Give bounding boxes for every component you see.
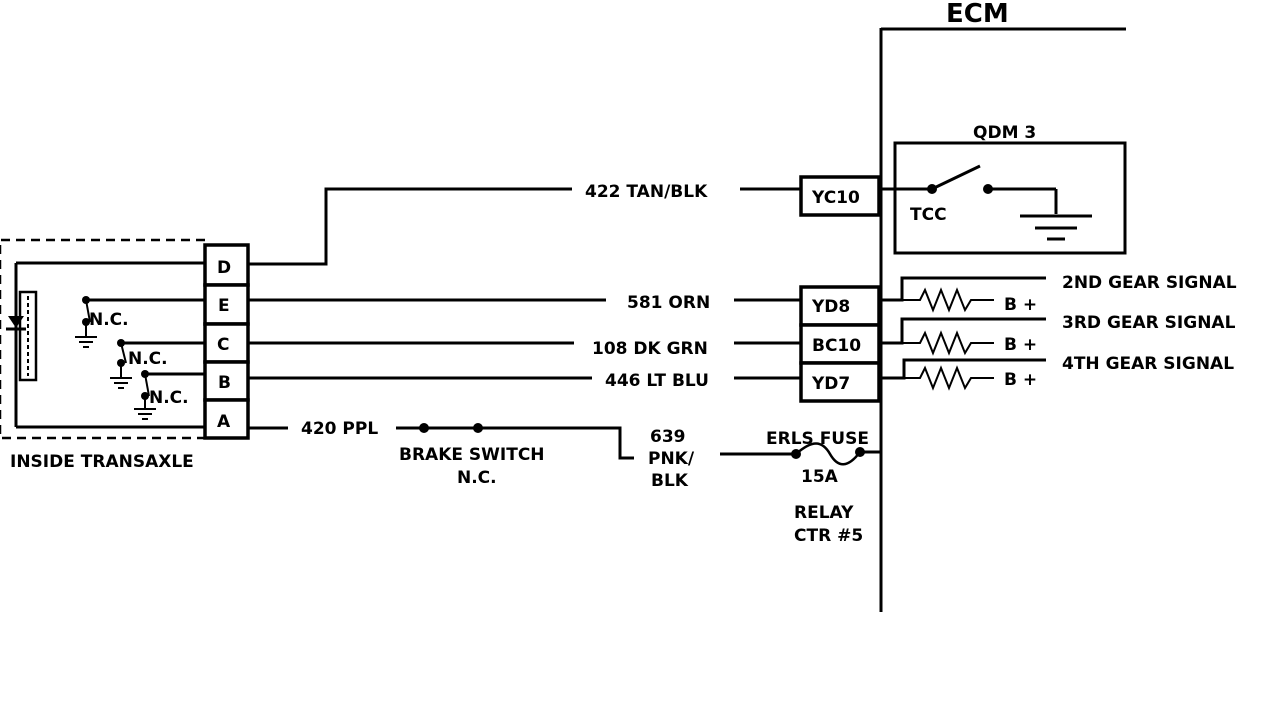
fuse-rating-label: 15A <box>801 467 839 487</box>
wire-446-label: 446 LT BLU <box>605 371 709 391</box>
gear-signals: B + 2ND GEAR SIGNAL B + 3RD GEAR SIGNAL … <box>881 273 1237 391</box>
nc-label-3: N.C. <box>149 388 189 408</box>
wire-639-color-1: PNK/ <box>648 449 695 469</box>
ecm-pin-yd7 <box>799 361 881 403</box>
nc-label-1: N.C. <box>89 310 129 330</box>
inside-transaxle-label: INSIDE TRANSAXLE <box>10 452 194 472</box>
wire-422-label: 422 TAN/BLK <box>585 182 708 202</box>
pin-a-label: A <box>217 412 231 432</box>
brake-switch-nc-label: N.C. <box>457 468 497 488</box>
ecm-pin-yd7-label: YD7 <box>811 374 850 394</box>
wire-108-label: 108 DK GRN <box>592 339 708 359</box>
wire-420-label: 420 PPL <box>301 419 378 439</box>
erls-fuse: ERLS FUSE 15A RELAY CTR #5 <box>766 429 881 546</box>
wire-639: 639 PNK/ BLK <box>648 427 796 491</box>
ecm-frame: ECM <box>879 0 1126 612</box>
gear-signal-4th: 4TH GEAR SIGNAL <box>1062 354 1234 374</box>
gear-signal-3rd: 3RD GEAR SIGNAL <box>1062 313 1236 333</box>
ecm-pin-yc10 <box>799 175 881 217</box>
nc-label-2: N.C. <box>128 349 168 369</box>
pin-c-label: C <box>217 335 229 355</box>
ecm-title: ECM <box>946 0 1009 29</box>
qdm3-label: QDM 3 <box>973 123 1036 143</box>
ecm-connector: YC10 YD8 BC10 YD7 <box>799 175 881 403</box>
relay-ctr-label: CTR #5 <box>794 526 863 546</box>
brake-switch-label: BRAKE SWITCH <box>399 445 545 465</box>
pin-b-label: B <box>218 373 231 393</box>
pin-e-label: E <box>218 296 230 316</box>
ecm-pin-bc10-label: BC10 <box>812 336 861 356</box>
bplus-label-4th: B + <box>1004 370 1037 390</box>
qdm3-module: QDM 3 TCC <box>881 123 1127 255</box>
wire-581-label: 581 ORN <box>627 293 710 313</box>
ecm-pin-yc10-label: YC10 <box>811 188 860 208</box>
ecm-pin-yd8-label: YD8 <box>811 297 850 317</box>
relay-label: RELAY <box>794 503 854 523</box>
brake-switch: BRAKE SWITCH N.C. <box>399 445 545 488</box>
bplus-label-3rd: B + <box>1004 335 1037 355</box>
inside-transaxle: INSIDE TRANSAXLE N.C. N.C. <box>0 238 205 472</box>
wire-639-color-2: BLK <box>651 471 689 491</box>
circuit-wires: 422 TAN/BLK 581 ORN 108 DK GRN 446 LT BL… <box>248 182 801 460</box>
transaxle-connector: D E C B A <box>203 243 250 440</box>
tcc-label: TCC <box>910 205 947 225</box>
pin-d-label: D <box>217 258 231 278</box>
gear-signal-2nd: 2ND GEAR SIGNAL <box>1062 273 1237 293</box>
erls-fuse-label: ERLS FUSE <box>766 429 869 449</box>
bplus-label-2nd: B + <box>1004 295 1037 315</box>
wire-639-label: 639 <box>650 427 686 447</box>
